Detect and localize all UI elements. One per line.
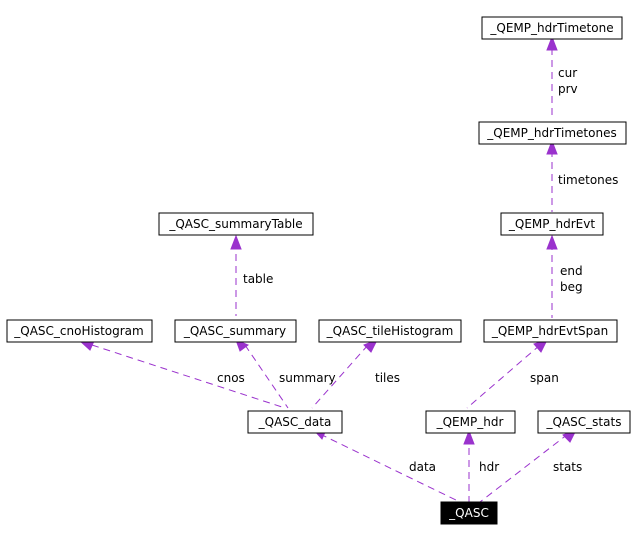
node-qasc-tilehistogram-label: _QASC_tileHistogram: [326, 324, 454, 338]
label-cnos: cnos: [217, 371, 245, 385]
label-timetones: timetones: [558, 173, 618, 187]
node-qemp-hdrtimetone-label: _QEMP_hdrTimetone: [489, 21, 613, 35]
edge-stats: [479, 433, 569, 503]
arrowhead-cur-prv: [546, 35, 558, 51]
node-qasc-stats[interactable]: _QASC_stats: [537, 410, 631, 434]
node-qemp-hdrtimetone[interactable]: _QEMP_hdrTimetone: [481, 16, 623, 40]
node-qasc[interactable]: _QASC: [440, 501, 498, 525]
label-summary: summary: [279, 371, 336, 385]
node-qemp-hdrevt[interactable]: _QEMP_hdrEvt: [500, 212, 604, 236]
node-qasc-tilehistogram[interactable]: _QASC_tileHistogram: [318, 319, 462, 343]
arrowhead-hdr: [463, 429, 475, 445]
label-tiles: tiles: [375, 371, 400, 385]
edge-cnos: [91, 344, 286, 409]
label-stats: stats: [553, 460, 582, 474]
label-hdr: hdr: [479, 460, 499, 474]
label-cur: cur: [558, 66, 577, 80]
node-qemp-hdrtimetones[interactable]: _QEMP_hdrTimetones: [478, 121, 627, 145]
node-qasc-label: _QASC: [448, 506, 489, 520]
edge-summary: [244, 344, 289, 409]
node-qasc-summarytable-label: _QASC_summaryTable: [168, 217, 302, 231]
edges: [91, 48, 569, 503]
label-data: data: [409, 460, 436, 474]
label-prv: prv: [558, 82, 578, 96]
node-qemp-hdr-label: _QEMP_hdr: [436, 415, 504, 429]
edge-tiles: [311, 344, 369, 409]
node-qemp-hdr[interactable]: _QEMP_hdr: [425, 410, 516, 434]
node-qemp-hdrevtspan[interactable]: _QEMP_hdrEvtSpan: [483, 319, 618, 343]
node-qemp-hdrtimetones-label: _QEMP_hdrTimetones: [486, 126, 616, 140]
label-span: span: [530, 371, 559, 385]
node-qasc-cnohistogram[interactable]: _QASC_cnoHistogram: [6, 319, 153, 343]
node-qasc-summary-label: _QASC_summary: [183, 324, 286, 338]
arrowhead-end-beg: [546, 234, 558, 250]
arrowhead-timetones: [546, 139, 558, 155]
label-end: end: [560, 264, 583, 278]
node-qasc-data[interactable]: _QASC_data: [247, 410, 343, 434]
label-beg: beg: [560, 280, 583, 294]
node-qasc-summarytable[interactable]: _QASC_summaryTable: [158, 212, 314, 236]
node-qasc-data-label: _QASC_data: [258, 415, 332, 429]
node-qasc-summary[interactable]: _QASC_summary: [174, 319, 297, 343]
label-table: table: [243, 272, 273, 286]
node-qasc-cnohistogram-label: _QASC_cnoHistogram: [13, 324, 143, 338]
arrowhead-table: [230, 234, 242, 250]
node-qasc-stats-label: _QASC_stats: [546, 415, 622, 429]
edge-data: [319, 433, 461, 503]
node-qemp-hdrevtspan-label: _QEMP_hdrEvtSpan: [491, 324, 608, 338]
edge-labels: cur prv timetones table end beg cnos sum…: [217, 66, 618, 474]
node-qemp-hdrevt-label: _QEMP_hdrEvt: [508, 217, 595, 231]
edge-span: [466, 344, 541, 409]
